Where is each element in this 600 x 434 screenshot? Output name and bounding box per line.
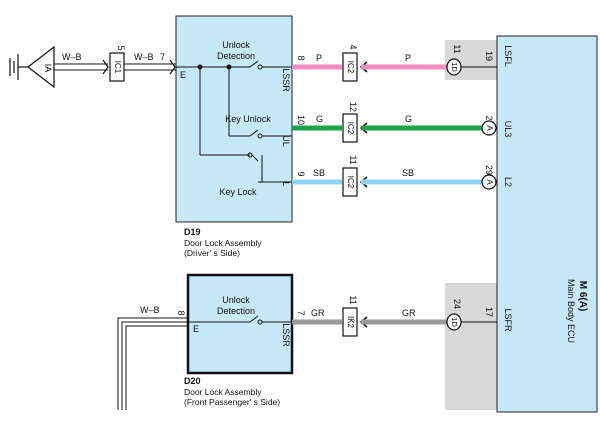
connector-ic2-sb xyxy=(342,167,358,197)
ground-label: IA xyxy=(43,64,53,73)
ecu-pin-lsfl: LSFL xyxy=(503,45,513,67)
connector-ic2-p-pin: 4 xyxy=(348,44,358,49)
ecu-pin-l2: L2 xyxy=(503,177,513,187)
ecu-pin-lsfr: LSFR xyxy=(503,308,513,332)
d19-pin-lssr: LSSR xyxy=(281,68,291,92)
wire-wb-d20 xyxy=(117,317,188,410)
junction-1d-bottom-label: 1D xyxy=(450,317,459,327)
d19-pin-l: L xyxy=(281,181,291,186)
connector-ic2-g-label: IC2 xyxy=(346,122,355,135)
wire-label-sb-right: SB xyxy=(402,168,414,178)
ecu-box xyxy=(496,35,598,413)
wire-label-wb-left: W–B xyxy=(62,52,82,62)
connector-ic2-p-label: IC2 xyxy=(346,61,355,74)
junction-1d-top-label: 1D xyxy=(450,62,459,72)
wire-label-p-right: P xyxy=(405,53,411,63)
ecu-pin-number-ul3: 2 xyxy=(484,115,494,120)
wire-label-g-left: G xyxy=(316,114,323,124)
wire-wb-top-right xyxy=(124,63,176,71)
wire-label-g-right: G xyxy=(405,114,412,124)
d19-pin-number-lssr: 8 xyxy=(296,55,306,60)
ecu-connector-block-bottom xyxy=(445,283,497,410)
ecu-pin-ul3: UL3 xyxy=(503,121,513,138)
d19-name-line2: (Driver' s Side) xyxy=(184,248,240,258)
junction-1d-bottom-pin: 24 xyxy=(452,299,462,309)
connector-ik2 xyxy=(342,307,358,337)
junction-1d-top-pin: 11 xyxy=(452,44,462,53)
d19-switch-key-lock: Key Lock xyxy=(219,187,257,197)
d19-pin-ul: UL xyxy=(281,135,291,147)
ecu-name: Main Body ECU xyxy=(566,279,576,343)
d20-ground-label: E xyxy=(193,324,199,334)
d19-box xyxy=(175,15,293,223)
connector-ic1-label: IC1 xyxy=(113,61,122,74)
wire-wb-top-left xyxy=(54,63,108,71)
wire-label-sb-left: SB xyxy=(313,168,325,178)
d20-pin-lssr: LSSR xyxy=(281,323,291,347)
ground-symbol xyxy=(9,45,55,89)
wire-label-gr-left: GR xyxy=(311,308,325,318)
d20-name-line1: Door Lock Assembly xyxy=(184,387,262,397)
connector-ic2-sb-pin: 11 xyxy=(348,155,358,164)
d19-pin-number-l: 9 xyxy=(296,171,306,176)
d20-name-line2: (Front Passenger' s Side) xyxy=(184,397,280,407)
d20-switch-unlock-detection-line1: Unlock xyxy=(222,295,250,305)
ic1-pin-left: 5 xyxy=(116,45,126,50)
d19-id: D19 xyxy=(184,227,201,237)
connector-ic2-p xyxy=(342,52,358,82)
arrow-wb-left xyxy=(102,59,109,75)
d20-switch-unlock-detection-line2: Detection xyxy=(217,306,255,316)
d19-switch-unlock-detection-line2: Detection xyxy=(217,51,255,61)
arrow-wb-right xyxy=(169,59,176,75)
ecu-pin-number-l2: 29 xyxy=(484,165,494,175)
wire-label-wb-d20: W–B xyxy=(140,305,160,315)
connector-ic2-g xyxy=(342,113,358,143)
ecu-pin-number-lsfr: 17 xyxy=(484,307,494,317)
connector-ik2-label: IK2 xyxy=(346,316,355,329)
d20-pin-number-e: 8 xyxy=(176,310,186,315)
d19-switch-key-unlock: Key Unlock xyxy=(225,114,271,124)
junction-a-green xyxy=(481,120,497,136)
connector-ic2-g-pin: 12 xyxy=(348,102,358,112)
connector-ik2-pin: 11 xyxy=(348,295,358,304)
ecu-id: M 6(A) xyxy=(577,281,588,312)
connector-ic2-sb-label: IC2 xyxy=(346,176,355,189)
d19-internal-circuit xyxy=(176,60,292,183)
d19-pin-number-ul: 10 xyxy=(296,115,306,125)
d20-box xyxy=(186,273,294,375)
d19-name-line1: Door Lock Assembly xyxy=(184,238,262,248)
junction-a-blue-label: A xyxy=(485,179,494,185)
d20-id: D20 xyxy=(184,376,201,386)
d20-internal-circuit xyxy=(188,315,292,325)
wire-label-wb-right: W–B xyxy=(134,52,154,62)
junction-a-green-label: A xyxy=(485,125,494,131)
d19-pin-number-e: 7 xyxy=(160,52,165,62)
junction-a-blue xyxy=(481,174,497,190)
ecu-pin-number-lsfl: 19 xyxy=(484,51,494,61)
d20-pin-number-lssr: 7 xyxy=(296,310,306,315)
d19-ground-label: E xyxy=(180,70,186,80)
wire-label-gr-right: GR xyxy=(402,308,416,318)
d19-switch-unlock-detection-line1: Unlock xyxy=(222,40,250,50)
connector-ic1 xyxy=(109,52,125,82)
wire-label-p-left: P xyxy=(316,53,322,63)
